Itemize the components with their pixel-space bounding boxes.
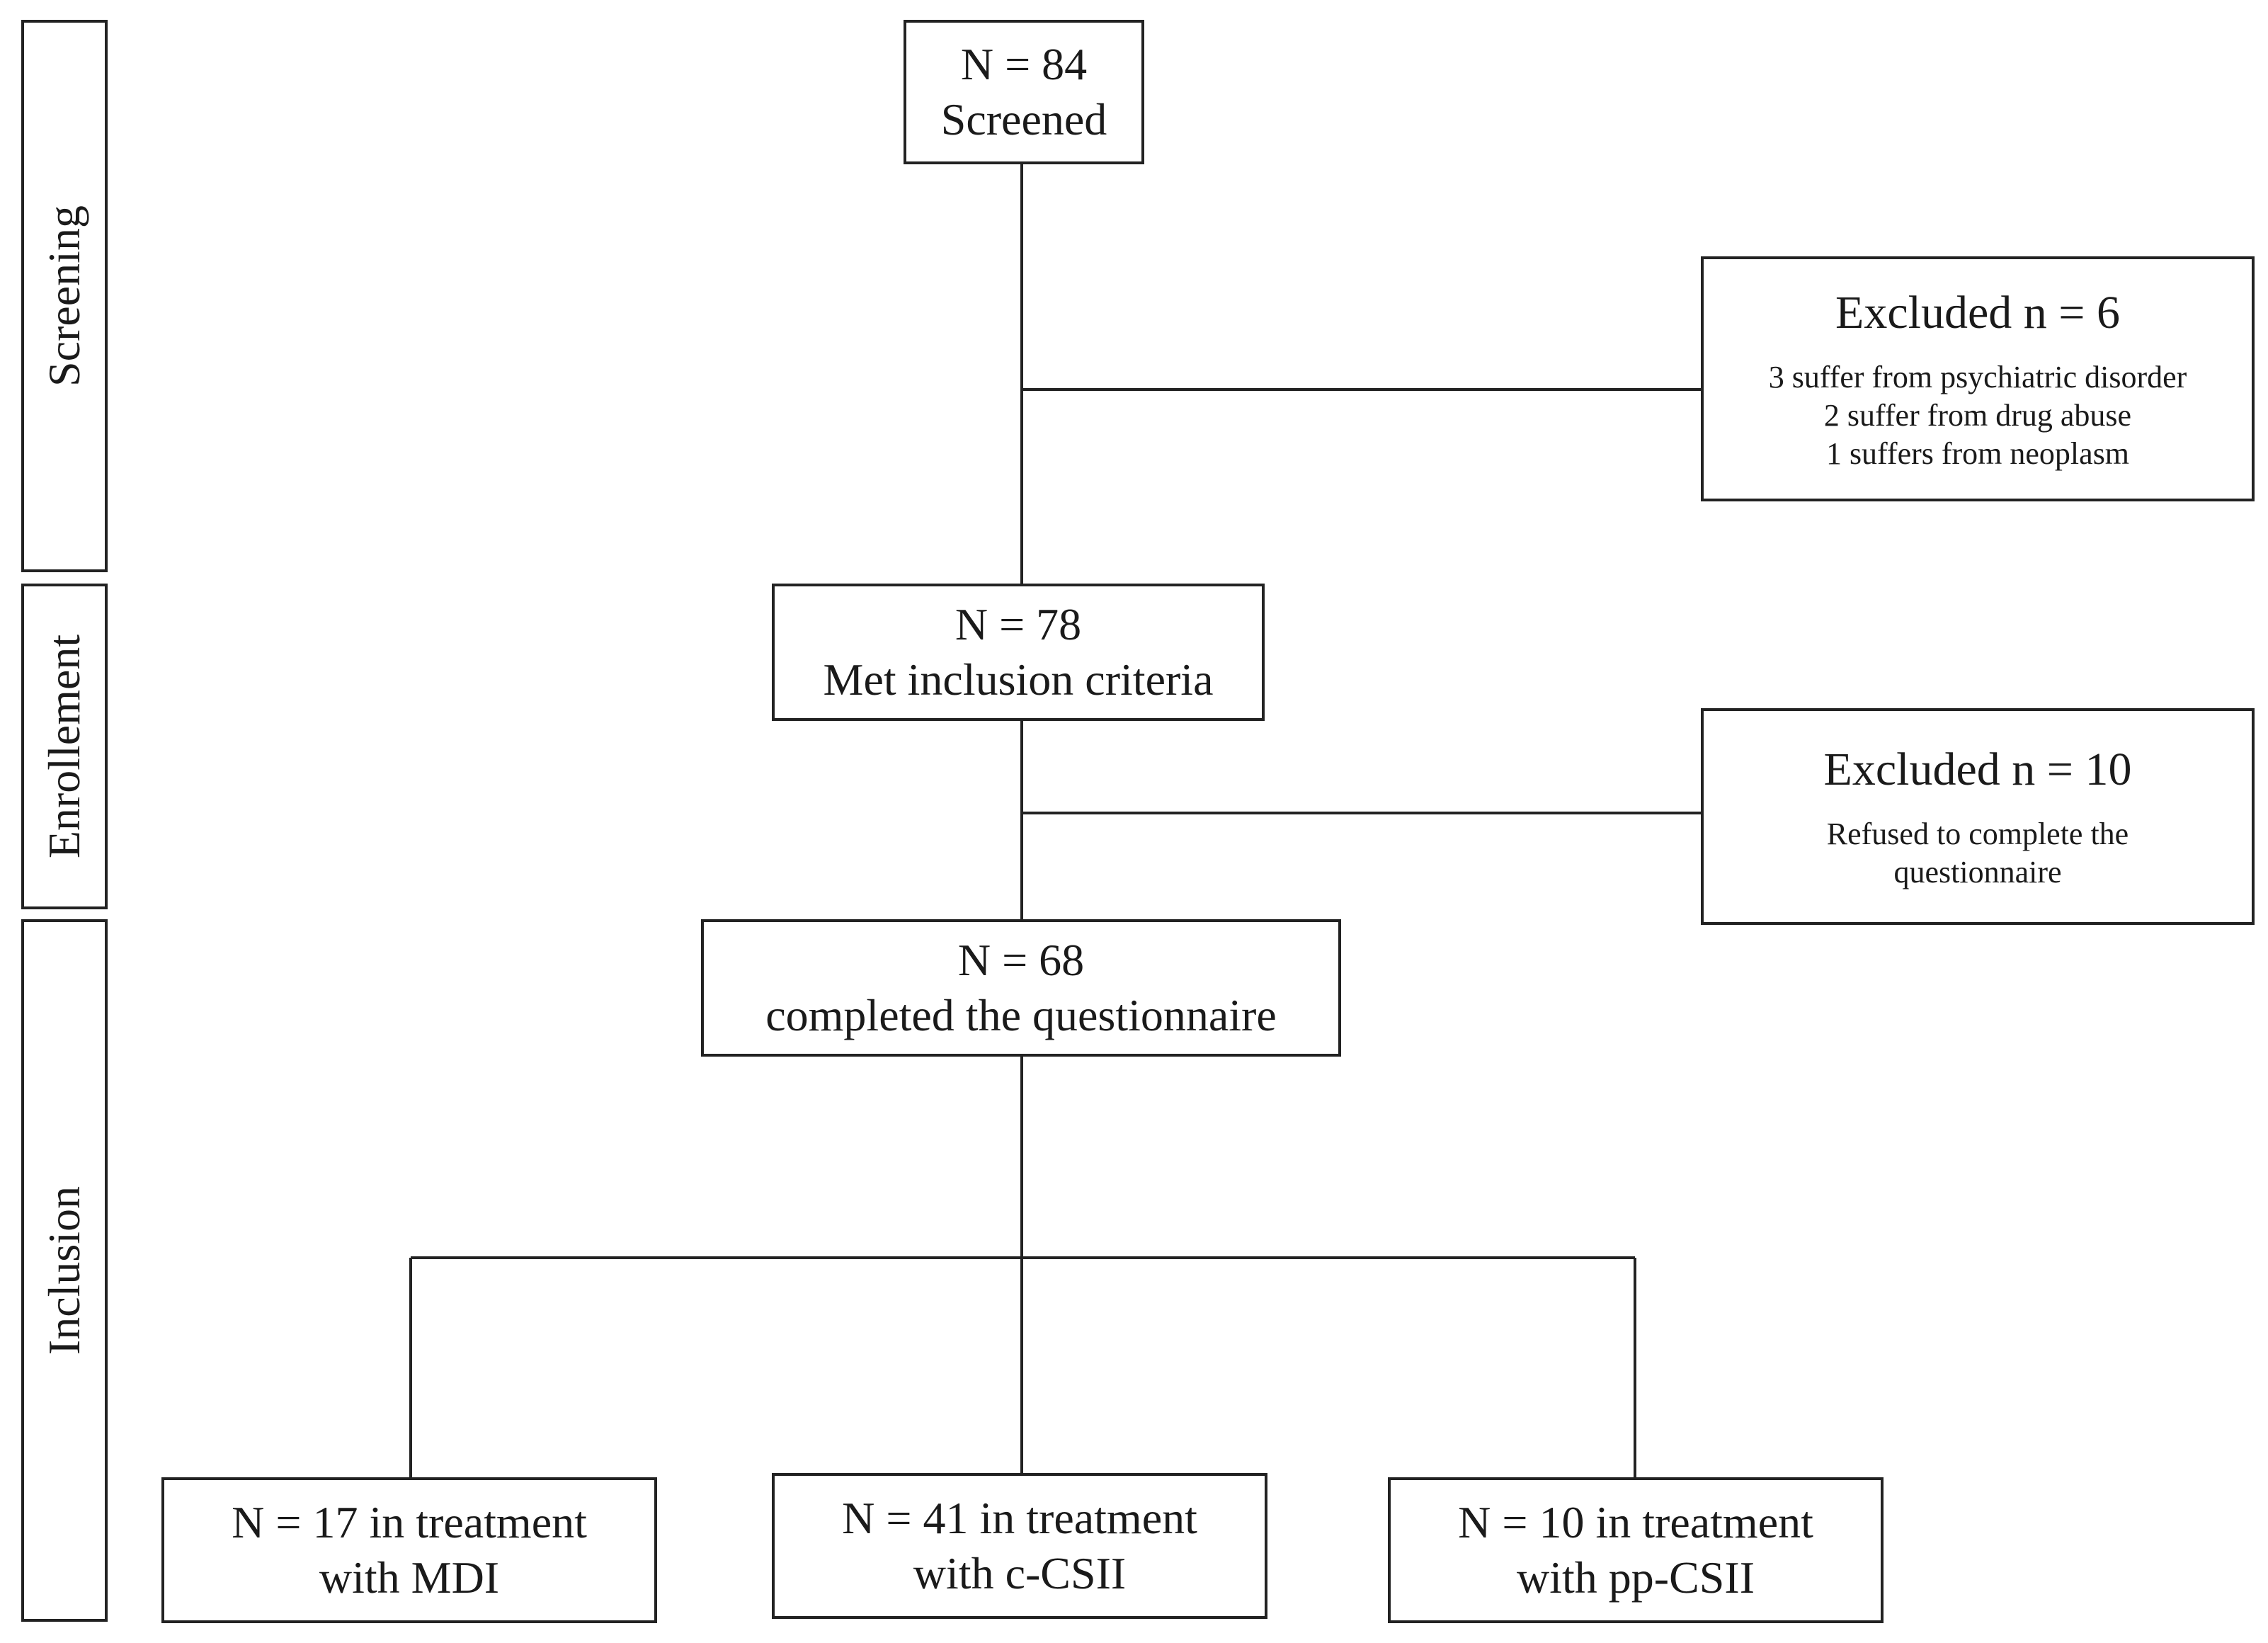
group-mdi-line2: with MDI (319, 1552, 500, 1603)
group-pp-csii-line2: with pp-CSII (1517, 1552, 1755, 1603)
met-criteria-box: N = 78 Met inclusion criteria (772, 584, 1265, 721)
excluded-2-reason: Refused to complete the (1826, 817, 2129, 851)
excluded-box-1: Excluded n = 6 3 suffer from psychiatric… (1701, 256, 2255, 501)
group-c-csii-line1: N = 41 in treatment (842, 1493, 1197, 1543)
screened-box: N = 84 Screened (904, 20, 1144, 164)
group-pp-csii-line1: N = 10 in treatment (1458, 1497, 1813, 1547)
excluded-box-2: Excluded n = 10 Refused to complete the … (1701, 708, 2255, 925)
phase-screening: Screening (21, 20, 108, 572)
excluded-1-title: Excluded n = 6 (1835, 287, 2120, 339)
completed-label: completed the questionnaire (765, 990, 1277, 1040)
phase-enrollement: Enrollement (21, 584, 108, 909)
met-criteria-count: N = 78 (955, 599, 1082, 649)
excluded-2-reason: questionnaire (1893, 855, 2062, 889)
phase-inclusion: Inclusion (21, 919, 108, 1622)
group-box-pp-csii: N = 10 in treatment with pp-CSII (1388, 1477, 1884, 1623)
group-c-csii-line2: with c-CSII (913, 1548, 1127, 1598)
completed-count: N = 68 (957, 935, 1085, 985)
phase-enrollement-label: Enrollement (39, 634, 89, 859)
group-box-c-csii: N = 41 in treatment with c-CSII (772, 1473, 1267, 1619)
screened-label: Screened (940, 94, 1107, 144)
group-box-mdi: N = 17 in treatment with MDI (161, 1477, 657, 1623)
completed-box: N = 68 completed the questionnaire (701, 919, 1341, 1057)
excluded-1-reason: 1 suffers from neoplasm (1825, 436, 2130, 471)
group-mdi-line1: N = 17 in treatment (232, 1497, 587, 1547)
phase-inclusion-label: Inclusion (39, 1186, 89, 1355)
met-criteria-label: Met inclusion criteria (823, 654, 1214, 705)
screened-count: N = 84 (960, 39, 1088, 89)
phase-screening-label: Screening (39, 205, 89, 387)
excluded-2-title: Excluded n = 10 (1823, 744, 2132, 795)
excluded-1-reason: 3 suffer from psychiatric disorder (1768, 360, 2187, 394)
excluded-1-reason: 2 suffer from drug abuse (1823, 398, 2132, 433)
